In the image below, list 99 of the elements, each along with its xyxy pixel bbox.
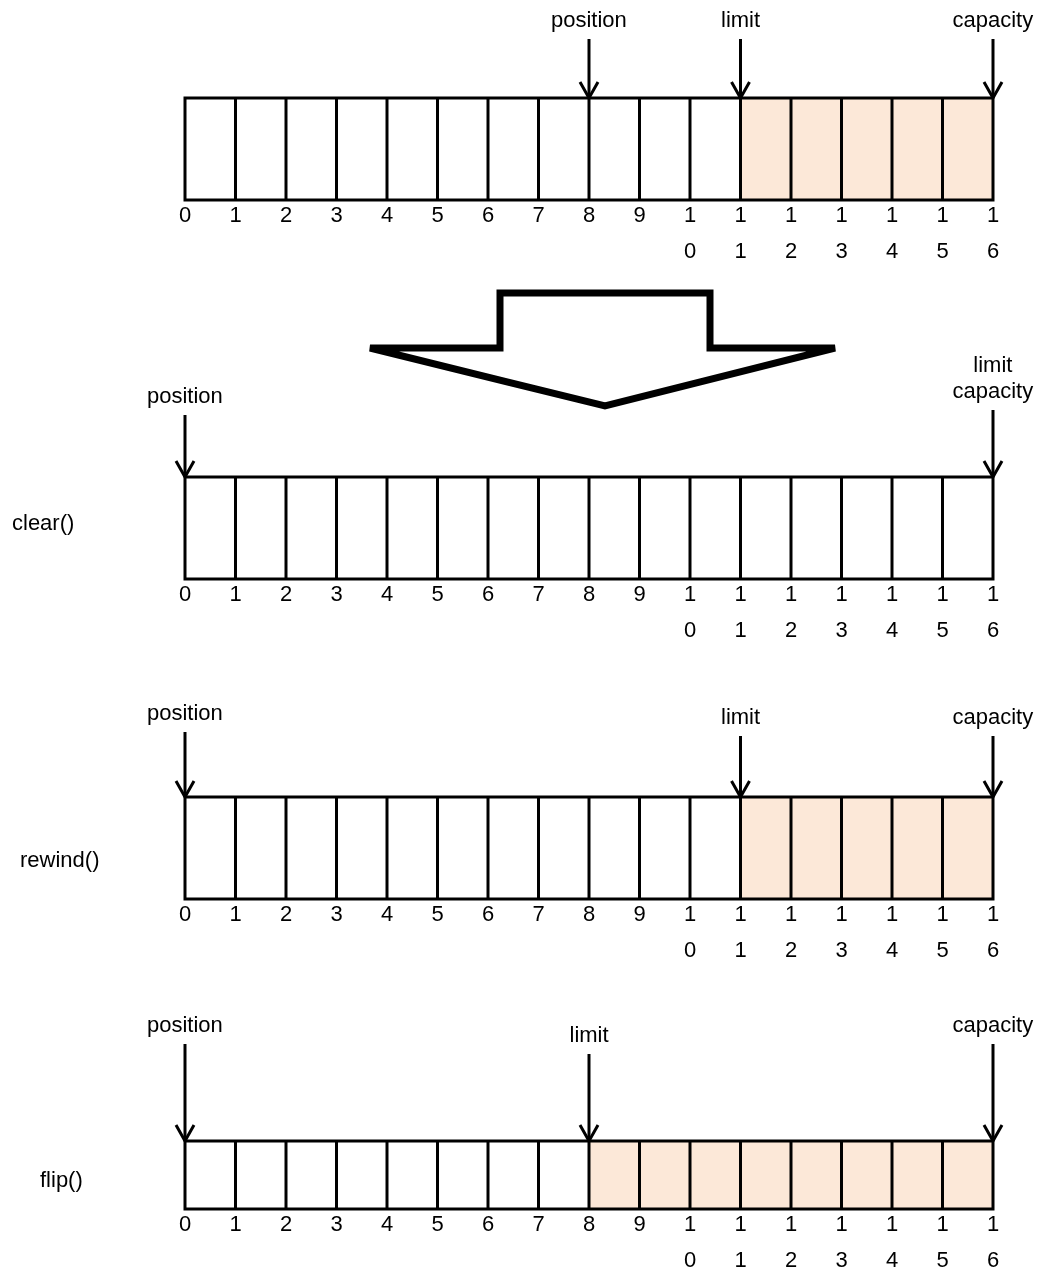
index-label: 0 [178, 580, 192, 608]
index-label: 14 [885, 201, 899, 265]
index-label: 10 [683, 900, 697, 964]
index-label: 10 [683, 201, 697, 265]
pointer-label: limit [721, 704, 761, 730]
index-label: 0 [178, 1210, 192, 1238]
pointer-label: position [147, 383, 223, 409]
pointer-label: capacity [952, 704, 1034, 730]
index-label: 15 [935, 580, 950, 644]
arrow [982, 736, 1004, 799]
index-label: 6 [481, 201, 495, 229]
index-label: 13 [834, 1210, 849, 1274]
block-arrow [366, 289, 839, 410]
pointer-label: limit [972, 352, 1014, 378]
index-label: 10 [683, 1210, 697, 1274]
index-label: 12 [784, 1210, 798, 1274]
index-label: 14 [885, 1210, 899, 1274]
buffer-bar [182, 1138, 996, 1212]
index-label: 14 [885, 900, 899, 964]
arrow [730, 39, 751, 100]
index-label: 7 [531, 900, 546, 928]
buffer-bar [182, 95, 996, 203]
index-label: 1 [228, 1210, 243, 1238]
index-label: 15 [935, 900, 950, 964]
index-label: 0 [178, 201, 192, 229]
index-label: 3 [329, 900, 344, 928]
index-label: 1 [228, 201, 243, 229]
pointer-label: position [147, 1012, 223, 1038]
index-label: 6 [481, 1210, 495, 1238]
index-label: 5 [430, 900, 445, 928]
index-label: 4 [380, 201, 394, 229]
index-label: 12 [784, 900, 798, 964]
index-label: 4 [380, 580, 394, 608]
index-label: 9 [632, 201, 647, 229]
index-label: 0 [178, 900, 192, 928]
index-label: 9 [632, 1210, 647, 1238]
index-label: 14 [885, 580, 899, 644]
index-label: 16 [986, 1210, 1000, 1274]
arrow [730, 736, 751, 799]
index-label: 5 [430, 1210, 445, 1238]
index-label: 16 [986, 900, 1000, 964]
index-label: 15 [935, 201, 950, 265]
arrow [578, 1054, 600, 1143]
index-label: 8 [582, 201, 596, 229]
index-label: 16 [986, 201, 1000, 265]
index-label: 13 [834, 580, 849, 644]
index-label: 4 [380, 1210, 394, 1238]
pointer-label: limit [569, 1022, 609, 1048]
index-label: 12 [784, 201, 798, 265]
method-label: clear() [12, 510, 75, 536]
index-label: 6 [481, 580, 495, 608]
index-label: 7 [531, 580, 546, 608]
index-label: 9 [632, 580, 647, 608]
index-label: 2 [279, 900, 293, 928]
index-label: 15 [935, 1210, 950, 1274]
arrow [982, 39, 1004, 100]
index-label: 2 [279, 580, 293, 608]
index-label: 5 [430, 580, 445, 608]
arrow [174, 1044, 196, 1143]
buffer-bar [182, 794, 996, 902]
arrow [982, 1044, 1004, 1143]
index-label: 16 [986, 580, 1000, 644]
index-label: 8 [582, 900, 596, 928]
arrow [982, 410, 1004, 479]
arrow [174, 415, 196, 479]
index-label: 11 [733, 900, 748, 964]
index-label: 10 [683, 580, 697, 644]
index-label: 6 [481, 900, 495, 928]
index-label: 5 [430, 201, 445, 229]
index-label: 8 [582, 580, 596, 608]
index-label: 2 [279, 1210, 293, 1238]
pointer-label: capacity [952, 1012, 1034, 1038]
arrow [578, 39, 600, 100]
index-label: 13 [834, 900, 849, 964]
buffer-bar [182, 474, 996, 582]
index-label: 11 [733, 1210, 748, 1274]
index-label: 11 [733, 201, 748, 265]
index-label: 7 [531, 1210, 546, 1238]
arrow [174, 732, 196, 799]
index-label: 8 [582, 1210, 596, 1238]
method-label: rewind() [20, 847, 100, 873]
index-label: 1 [228, 580, 243, 608]
index-label: 3 [329, 580, 344, 608]
index-label: 7 [531, 201, 546, 229]
index-label: 11 [733, 580, 748, 644]
index-label: 4 [380, 900, 394, 928]
pointer-label: position [147, 700, 223, 726]
method-label: flip() [40, 1167, 83, 1193]
index-label: 3 [329, 201, 344, 229]
index-label: 3 [329, 1210, 344, 1238]
index-label: 2 [279, 201, 293, 229]
index-label: 13 [834, 201, 849, 265]
index-label: 9 [632, 900, 647, 928]
pointer-label: capacity [952, 378, 1034, 404]
pointer-label: limit [721, 7, 761, 33]
index-label: 12 [784, 580, 798, 644]
pointer-label: capacity [952, 7, 1034, 33]
pointer-label: position [551, 7, 627, 33]
index-label: 1 [228, 900, 243, 928]
